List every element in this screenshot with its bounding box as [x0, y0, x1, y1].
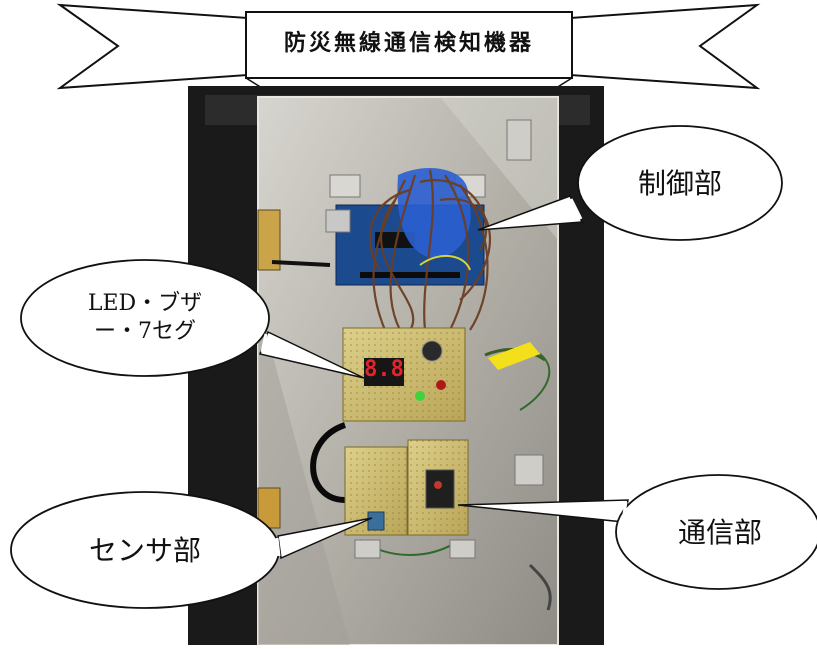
- seven-segment-readout: 8.8: [364, 357, 404, 382]
- comm-board: [407, 439, 469, 536]
- black-cable: [310, 422, 347, 503]
- banner-title: 防災無線通信検知機器: [283, 30, 534, 56]
- seven-segment-display: [364, 358, 404, 386]
- wire-bundle: [368, 169, 492, 331]
- callout-led: [20, 259, 365, 379]
- label-sensor-unit: センサ部: [88, 534, 201, 567]
- led-red: [436, 380, 446, 390]
- callout-control: [477, 125, 783, 241]
- callout-comm: [457, 474, 817, 590]
- label-control-unit: 制御部: [637, 167, 722, 200]
- sensor-board: [344, 446, 408, 536]
- label-led-line1: LED・ブザ: [87, 291, 203, 316]
- label-comm-unit: 通信部: [677, 516, 762, 549]
- label-led-buzzer-7seg: LED・ブザ ー・7セグ: [40, 290, 250, 345]
- callout-sensor: [10, 491, 373, 609]
- buzzer: [421, 340, 443, 362]
- label-led-line2: ー・7セグ: [94, 318, 196, 344]
- yellow-tape: [488, 342, 540, 370]
- hinge-top: [257, 209, 281, 271]
- led-green: [415, 391, 425, 401]
- led-buzzer-board: [342, 327, 466, 422]
- title-banner: [56, 3, 761, 90]
